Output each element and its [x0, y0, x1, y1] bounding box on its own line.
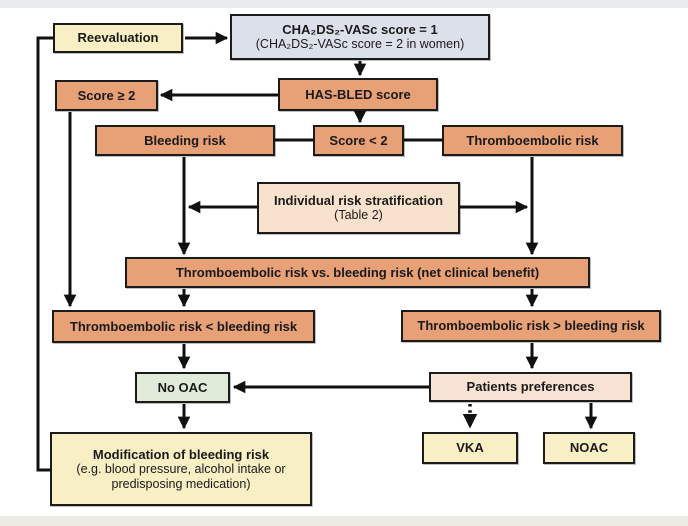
node-noac: NOAC [543, 432, 635, 464]
node-modification-line3: predisposing medication) [111, 476, 251, 491]
node-no-oac-label: No OAC [157, 379, 208, 395]
node-no-oac: No OAC [135, 372, 230, 403]
node-patients-preferences-label: Patients preferences [466, 379, 595, 395]
node-vka-label: VKA [456, 440, 484, 456]
node-risk-greater-than-bleeding: Thromboembolic risk > bleeding risk [401, 310, 661, 342]
node-thromboembolic-risk-label: Thromboembolic risk [466, 132, 599, 148]
node-patients-preferences: Patients preferences [429, 372, 632, 402]
node-thromboembolic-risk: Thromboembolic risk [442, 125, 623, 156]
node-modification-line2: (e.g. blood pressure, alcohol intake or [76, 461, 286, 476]
node-modification-line1: Modification of bleeding risk [92, 446, 270, 462]
node-reevaluation: Reevaluation [53, 23, 183, 53]
node-bleeding-risk-label: Bleeding risk [144, 132, 226, 148]
page-edge-top [0, 0, 688, 8]
node-net-clinical-benefit: Thromboembolic risk vs. bleeding risk (n… [125, 257, 590, 288]
node-risk-greater-than-bleeding-label: Thromboembolic risk > bleeding risk [417, 318, 645, 334]
node-chadsvasc-line2: (CHA₂DS₂-VASc score = 2 in women) [255, 37, 465, 52]
node-score-ge-2-label: Score ≥ 2 [77, 87, 136, 103]
node-modification-of-bleeding-risk: Modification of bleeding risk (e.g. bloo… [50, 432, 312, 506]
node-has-bled-label: HAS-BLED score [305, 86, 411, 102]
node-chadsvasc-score: CHA₂DS₂-VASc score = 1 (CHA₂DS₂-VASc sco… [230, 14, 490, 60]
node-risk-less-than-bleeding: Thromboembolic risk < bleeding risk [52, 310, 315, 343]
node-vka: VKA [422, 432, 518, 464]
edge-modification-to-reevaluation [36, 36, 53, 472]
node-individual-risk-stratification: Individual risk stratification (Table 2) [257, 182, 460, 234]
node-score-ge-2: Score ≥ 2 [55, 80, 158, 111]
node-risk-less-than-bleeding-label: Thromboembolic risk < bleeding risk [69, 318, 298, 334]
node-score-lt-2-label: Score < 2 [329, 132, 388, 148]
page-edge-bottom [0, 516, 688, 526]
node-noac-label: NOAC [569, 440, 609, 456]
node-individual-risk-line1: Individual risk stratification [273, 192, 444, 208]
node-has-bled-score: HAS-BLED score [278, 78, 438, 111]
node-individual-risk-line2: (Table 2) [334, 208, 383, 223]
node-net-clinical-benefit-label: Thromboembolic risk vs. bleeding risk (n… [175, 264, 540, 280]
node-chadsvasc-line1: CHA₂DS₂-VASc score = 1 [282, 21, 438, 37]
node-reevaluation-label: Reevaluation [77, 30, 159, 46]
node-bleeding-risk: Bleeding risk [95, 125, 275, 156]
node-score-lt-2: Score < 2 [313, 125, 404, 156]
